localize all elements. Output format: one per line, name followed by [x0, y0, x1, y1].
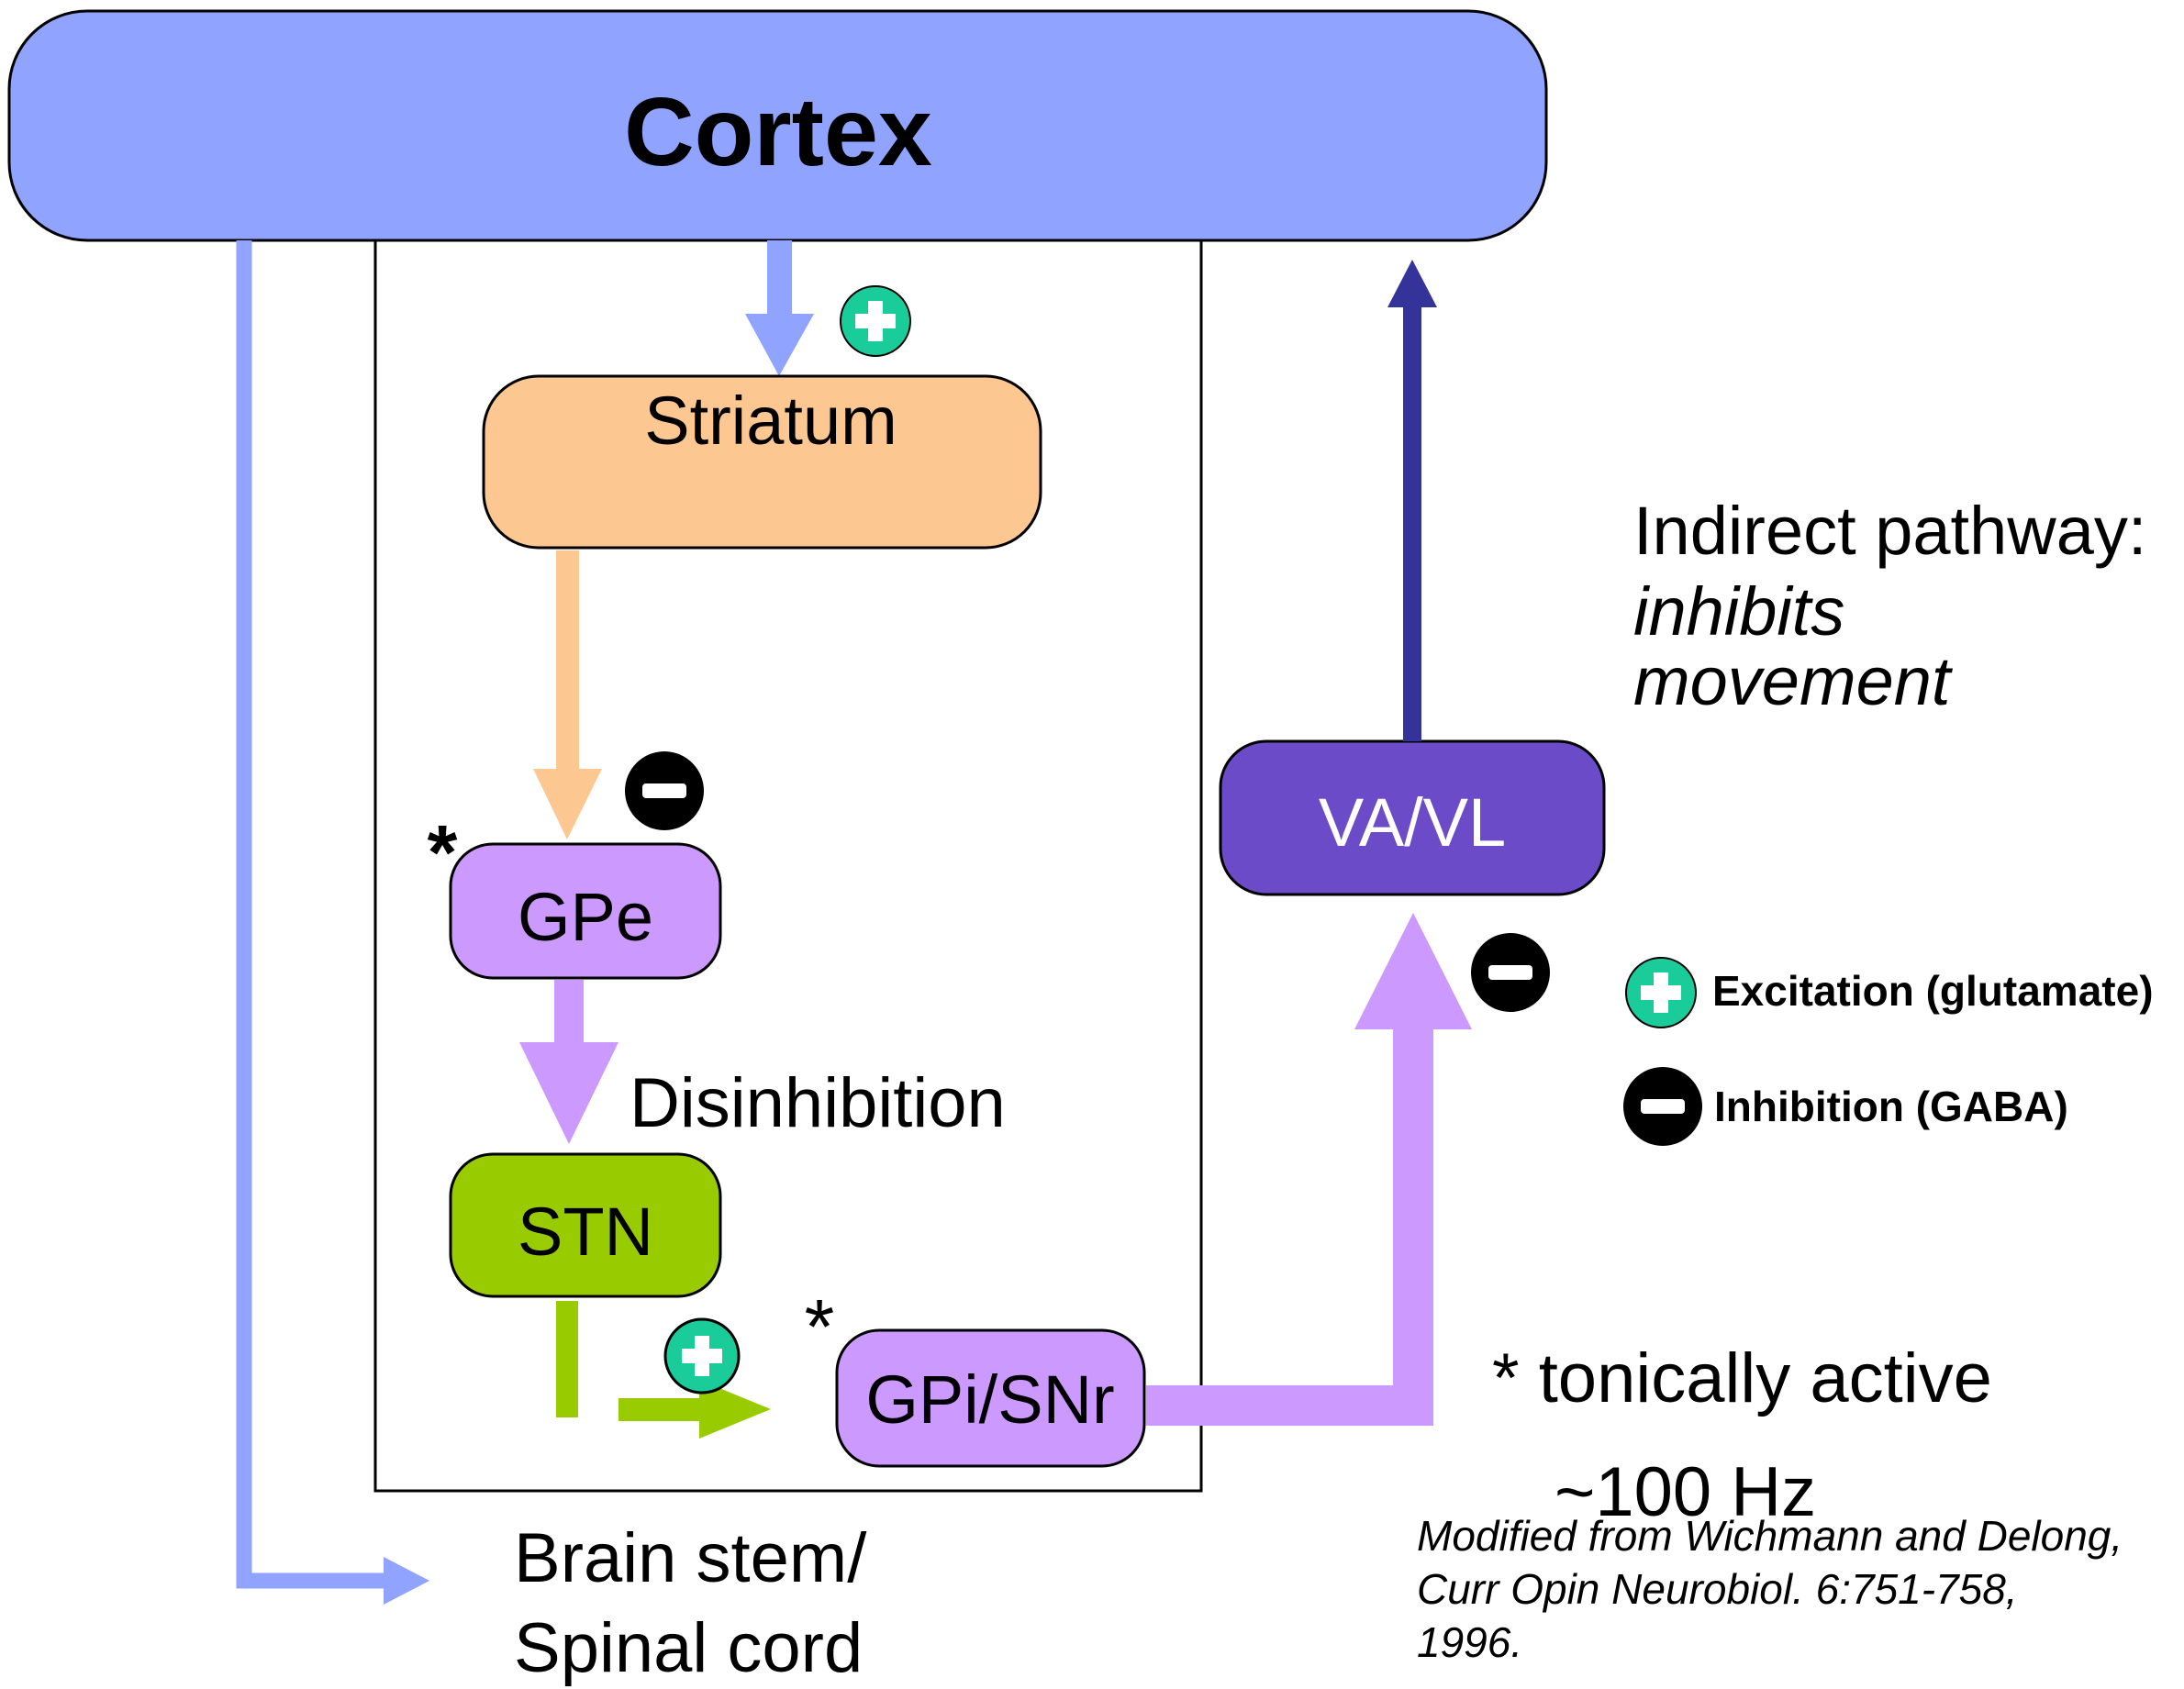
- cortex-node: Cortex: [7, 9, 1548, 242]
- gpi-snr-node: GPi/SNr: [835, 1328, 1146, 1468]
- citation-line1: Modified from Wichmann and Delong,: [1417, 1512, 2123, 1560]
- excitation-icon: [840, 285, 911, 357]
- cortex-to-brainstem-arrow: [236, 240, 429, 1605]
- gpe-label: GPe: [518, 879, 653, 955]
- tonic-note: * tonically active ~100 Hz: [1492, 1339, 1992, 1531]
- citation-line2: Curr Opin Neurobiol. 6:751-758,: [1417, 1565, 2018, 1613]
- vavl-to-cortex-arrow: [1387, 260, 1437, 741]
- gpi-to-vavl-arrow: [1146, 913, 1472, 1426]
- striatum-label: Striatum: [644, 383, 897, 459]
- striatum-to-gpe-arrow: [533, 550, 602, 839]
- legend-inhibition-label: Inhibition (GABA): [1714, 1083, 2068, 1130]
- pathway-effect-line1: inhibits: [1633, 573, 1844, 650]
- stn-node: STN: [449, 1152, 722, 1298]
- va-vl-node: VA/VL: [1219, 739, 1606, 896]
- stn-label: STN: [518, 1194, 653, 1270]
- excitation-icon: [663, 1317, 741, 1395]
- pathway-title: Indirect pathway:: [1633, 493, 2146, 569]
- gpi-snr-label: GPi/SNr: [865, 1361, 1114, 1438]
- disinhibition-label: Disinhibition: [630, 1064, 1006, 1142]
- va-vl-label: VA/VL: [1319, 784, 1506, 861]
- legend-excitation-label: Excitation (glutamate): [1712, 967, 2154, 1015]
- cortex-label: Cortex: [624, 78, 932, 186]
- cortex-to-striatum-arrow: [745, 240, 814, 376]
- striatum-node: Striatum: [482, 374, 1042, 550]
- tonic-note-line1: * tonically active: [1492, 1339, 1992, 1417]
- gpe-node: GPe: [449, 842, 722, 980]
- pathway-caption: Indirect pathway: inhibits movement: [1633, 493, 2146, 719]
- brain-stem-label: Brain stem/ Spinal cord: [514, 1519, 867, 1687]
- citation: Modified from Wichmann and Delong, Curr …: [1417, 1512, 2123, 1666]
- gpe-to-stn-arrow: [519, 980, 618, 1144]
- inhibition-icon: [625, 751, 704, 830]
- inhibition-icon: [1471, 933, 1550, 1012]
- tonic-note-line2: ~100 Hz: [1554, 1453, 1816, 1531]
- brain-stem-line1: Brain stem/: [514, 1519, 867, 1597]
- stn-to-gpi-arrow: [556, 1301, 771, 1439]
- brain-stem-line2: Spinal cord: [514, 1609, 863, 1687]
- pathway-effect-line2: movement: [1633, 643, 1954, 719]
- excitation-icon: [1625, 957, 1697, 1028]
- legend: Excitation (glutamate) Inhibition (GABA): [1623, 957, 2154, 1146]
- gpi-tonic-asterisk: *: [805, 1283, 835, 1370]
- citation-line3: 1996.: [1417, 1618, 1522, 1666]
- inhibition-icon: [1623, 1067, 1702, 1146]
